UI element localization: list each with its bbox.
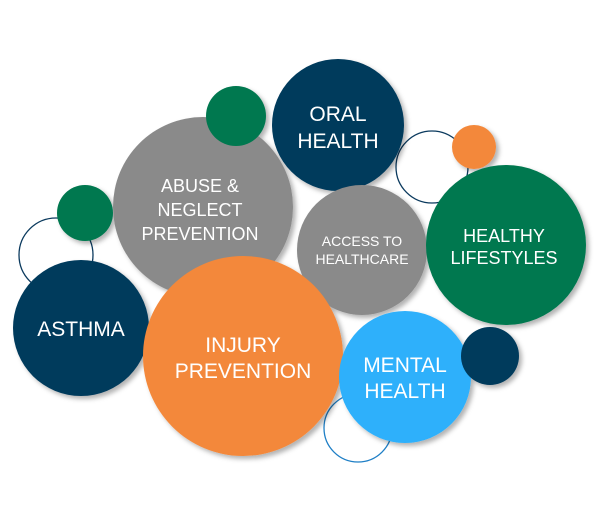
injury-label-1: INJURY	[205, 334, 280, 357]
access-healthcare-bubble	[297, 185, 427, 315]
abuse-label-3: PREVENTION	[141, 224, 258, 244]
access-label-1: ACCESS TO	[322, 233, 403, 249]
asthma-bubble	[13, 260, 149, 396]
mental-label-2: HEALTH	[364, 380, 445, 403]
small-orange-dot	[452, 125, 496, 169]
small-green-dot-top	[206, 86, 266, 146]
oral-health-label-2: HEALTH	[297, 130, 378, 153]
injury-prevention-bubble	[143, 256, 343, 456]
oral-health-bubble	[272, 59, 404, 191]
abuse-neglect-bubble	[113, 117, 293, 297]
abuse-label-1: ABUSE &	[161, 176, 239, 196]
mental-label-1: MENTAL	[363, 354, 447, 377]
oral-health-label-1: ORAL	[309, 103, 366, 126]
small-navy-dot	[461, 327, 519, 385]
svg-text:ASTHMA: ASTHMA	[37, 318, 125, 341]
mental-health-bubble	[339, 311, 471, 443]
asthma-label: ASTHMA	[37, 318, 125, 341]
injury-label-2: PREVENTION	[175, 360, 312, 383]
abuse-label-2: NEGLECT	[157, 200, 242, 220]
small-green-dot-left	[57, 185, 113, 241]
healthy-label-2: LIFESTYLES	[450, 248, 557, 268]
healthy-label-1: HEALTHY	[463, 226, 545, 246]
healthy-lifestyles-bubble	[426, 165, 586, 325]
access-label-2: HEALTHCARE	[315, 251, 408, 267]
